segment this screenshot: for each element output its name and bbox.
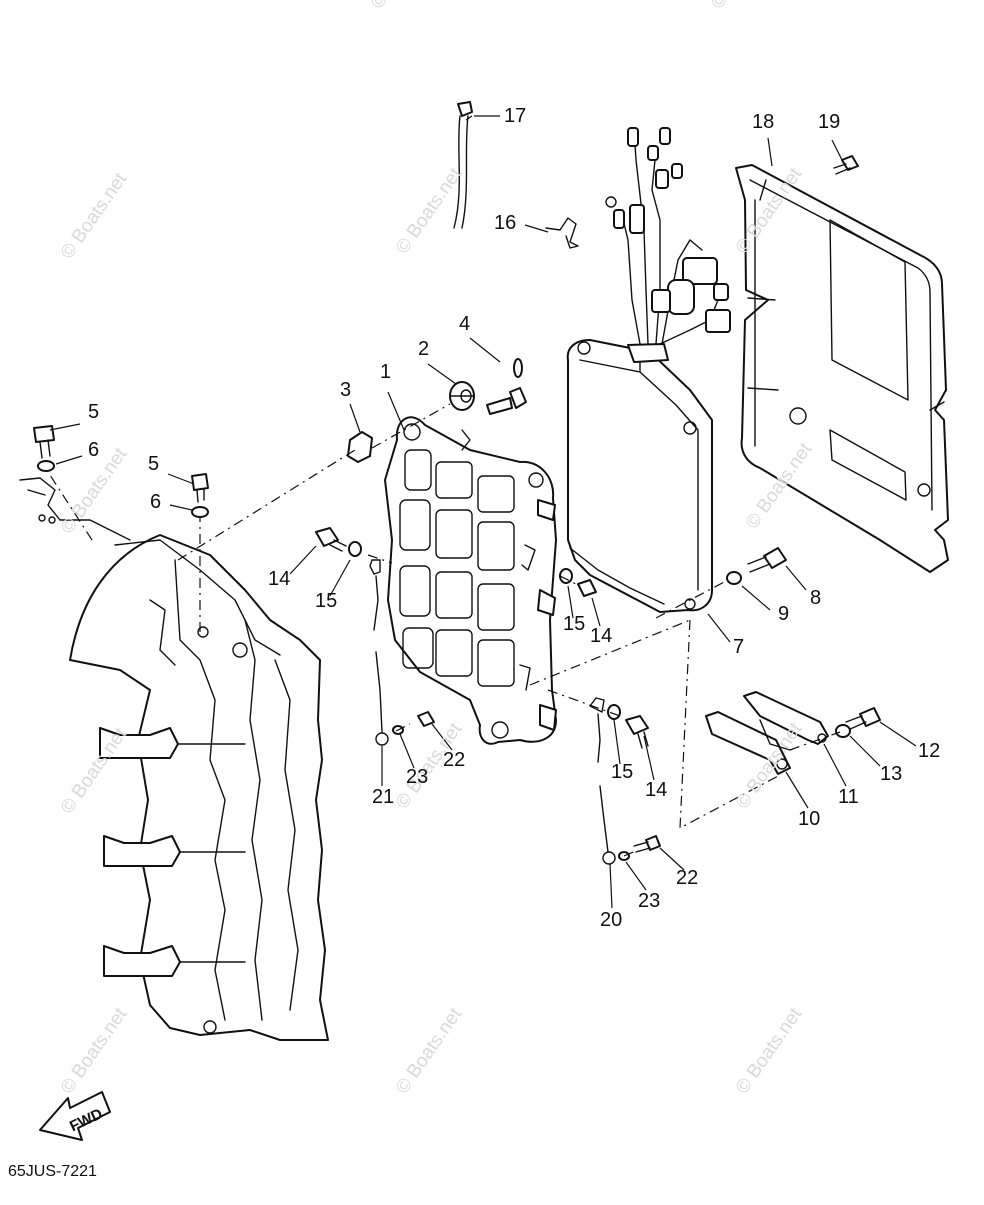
watermark: © Boats.net <box>392 164 467 258</box>
callout-c8: 8 <box>810 587 821 609</box>
fasteners <box>33 101 881 865</box>
callout-c6a: 6 <box>88 439 99 461</box>
callout-c10: 10 <box>798 808 820 830</box>
engine-block <box>19 477 329 1041</box>
assembly-lines <box>47 403 841 857</box>
callout-c18: 18 <box>752 111 774 133</box>
watermark: © Boats.net <box>707 0 782 13</box>
leader-lines <box>49 115 917 909</box>
callout-c15a: 15 <box>315 590 337 612</box>
watermark: © Boats.net <box>57 1004 132 1098</box>
callout-c14a: 14 <box>268 568 290 590</box>
callout-c11: 11 <box>838 786 859 808</box>
callout-c23b: 23 <box>638 890 660 912</box>
watermark: © Boats.net <box>732 1004 807 1098</box>
callout-c17: 17 <box>504 105 526 127</box>
watermark: © Boats.net <box>367 0 442 13</box>
callout-c3: 3 <box>340 379 351 401</box>
fwd-arrow: FWD <box>39 1091 111 1141</box>
watermark: © Boats.net <box>57 724 132 818</box>
callout-c20: 20 <box>600 909 622 931</box>
callout-c13: 13 <box>880 763 902 785</box>
part-1-bracket-plate <box>384 416 557 745</box>
callout-c2: 2 <box>418 338 429 360</box>
callout-c15c: 15 <box>611 761 633 783</box>
callout-c22b: 22 <box>676 867 698 889</box>
callout-c4: 4 <box>459 313 470 335</box>
callout-c14b: 14 <box>590 625 612 647</box>
callout-c6b: 6 <box>150 491 161 513</box>
callout-c5b: 5 <box>148 453 159 475</box>
callout-c22a: 22 <box>443 749 465 771</box>
callout-c21: 21 <box>372 786 394 808</box>
callout-c15b: 15 <box>563 613 585 635</box>
callout-c16: 16 <box>494 212 516 234</box>
callout-c5a: 5 <box>88 401 99 423</box>
callout-c19: 19 <box>818 111 840 133</box>
callout-c23a: 23 <box>406 766 428 788</box>
callout-c1: 1 <box>380 361 391 383</box>
watermark: © Boats.net <box>392 1004 467 1098</box>
callout-c14c: 14 <box>645 779 667 801</box>
callout-c12: 12 <box>918 740 940 762</box>
reference-code: 65JUS-7221 <box>8 1163 97 1180</box>
part-7-control-unit <box>566 127 731 613</box>
callout-c9: 9 <box>778 603 789 625</box>
parts-10-11-brackets <box>705 691 829 775</box>
watermark: © Boats.net <box>57 169 132 263</box>
part-18-cover <box>735 164 949 573</box>
callout-c7: 7 <box>733 636 744 658</box>
